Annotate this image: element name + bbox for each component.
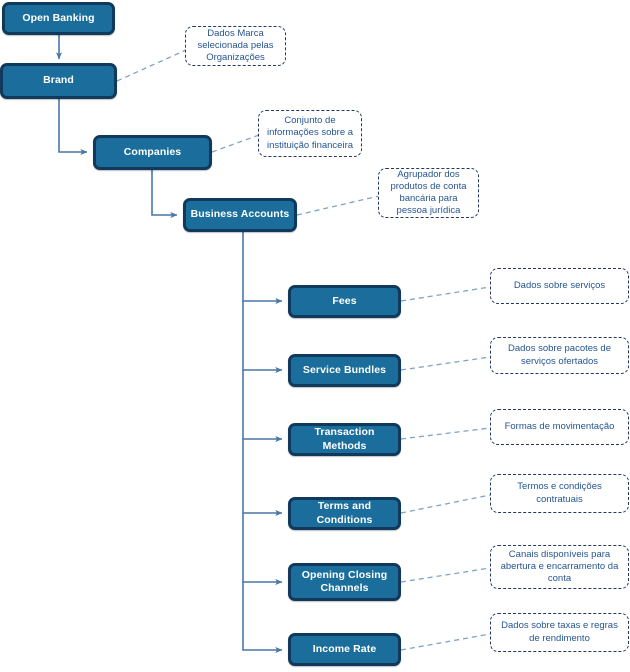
callout-companies-note: Conjunto de informações sobre a institui… (258, 110, 362, 157)
node-fees-label: Fees (332, 294, 357, 307)
callout-fees-note: Dados sobre serviços (490, 268, 629, 304)
edge-business-accounts-to-opening-closing-channels (242, 513, 283, 585)
node-open-banking-label: Open Banking (22, 11, 95, 24)
callout-brand-note: Dados Marca selecionada pelas Organizaçõ… (185, 26, 286, 66)
node-companies[interactable]: Companies (93, 135, 212, 170)
leader-terms-and-conditions-to-note (400, 494, 491, 514)
node-brand[interactable]: Brand (0, 63, 117, 99)
node-income-rate-label: Income Rate (312, 642, 377, 655)
leader-opening-closing-channels-to-note (400, 567, 491, 583)
node-brand-label: Brand (43, 74, 74, 87)
node-fees[interactable]: Fees (288, 285, 401, 318)
node-service-bundles[interactable]: Service Bundles (288, 354, 401, 387)
leader-brand-to-note (116, 49, 187, 82)
node-terms-and-conditions-label: Terms and Conditions (316, 500, 373, 526)
edge-brand-to-companies (58, 99, 88, 155)
edge-business-accounts-to-terms-and-conditions (242, 439, 283, 516)
node-transaction-methods-label: Transaction Methods (314, 426, 375, 452)
callout-fees-note-text: Dados sobre serviços (513, 279, 606, 291)
node-service-bundles-label: Service Bundles (302, 363, 387, 376)
callout-business-accounts-note: Agrupador dos produtos de conta bancária… (378, 168, 479, 218)
edge-business-accounts-to-income-rate (242, 582, 283, 653)
leader-business-accounts-to-note (296, 195, 380, 216)
node-open-banking[interactable]: Open Banking (2, 2, 115, 35)
node-terms-and-conditions[interactable]: Terms and Conditions (288, 497, 401, 530)
callout-terms-and-conditions-note-text: Termos e condições contratuais (517, 481, 602, 505)
node-opening-closing-channels[interactable]: Opening Closing Channels (288, 563, 401, 601)
node-transaction-methods[interactable]: Transaction Methods (288, 423, 401, 456)
edge-business-accounts-to-fees (242, 232, 283, 304)
edge-business-accounts-to-service-bundles (242, 301, 283, 373)
node-companies-label: Companies (123, 145, 182, 158)
callout-service-bundles-note-text: Dados sobre pacotes de serviços ofertado… (508, 343, 611, 367)
node-business-accounts[interactable]: Business Accounts (183, 198, 297, 232)
node-opening-closing-channels-label: Opening Closing Channels (301, 568, 388, 594)
callout-service-bundles-note: Dados sobre pacotes de serviços ofertado… (490, 337, 629, 374)
callout-business-accounts-note-text: Agrupador dos produtos de conta bancária… (390, 168, 467, 217)
edge-business-accounts-to-transaction-methods (242, 370, 283, 442)
callout-opening-closing-channels-note: Canais disponíveis para abertura e encar… (490, 545, 629, 589)
edge-companies-to-business-accounts (151, 170, 178, 218)
leader-service-bundles-to-note (400, 356, 491, 371)
callout-transaction-methods-note-text: Formas de movimentação (504, 420, 615, 432)
node-income-rate[interactable]: Income Rate (288, 633, 401, 666)
callout-transaction-methods-note: Formas de movimentação (490, 409, 629, 445)
callout-brand-note-text: Dados Marca selecionada pelas Organizaçõ… (197, 27, 274, 64)
leader-companies-to-note (211, 134, 260, 153)
node-business-accounts-label: Business Accounts (190, 208, 290, 221)
solid-connectors (56, 35, 283, 653)
leader-income-rate-to-note (400, 633, 491, 651)
callout-income-rate-note: Dados sobre taxas e regras de rendimento (490, 613, 629, 652)
callout-terms-and-conditions-note: Termos e condições contratuais (490, 474, 629, 513)
callout-companies-note-text: Conjunto de informações sobre a institui… (266, 115, 354, 151)
callout-income-rate-note-text: Dados sobre taxas e regras de rendimento (501, 620, 618, 644)
leader-transaction-methods-to-note (400, 427, 491, 440)
callout-opening-closing-channels-note-text: Canais disponíveis para abertura e encar… (500, 548, 619, 585)
leader-fees-to-note (400, 286, 491, 302)
